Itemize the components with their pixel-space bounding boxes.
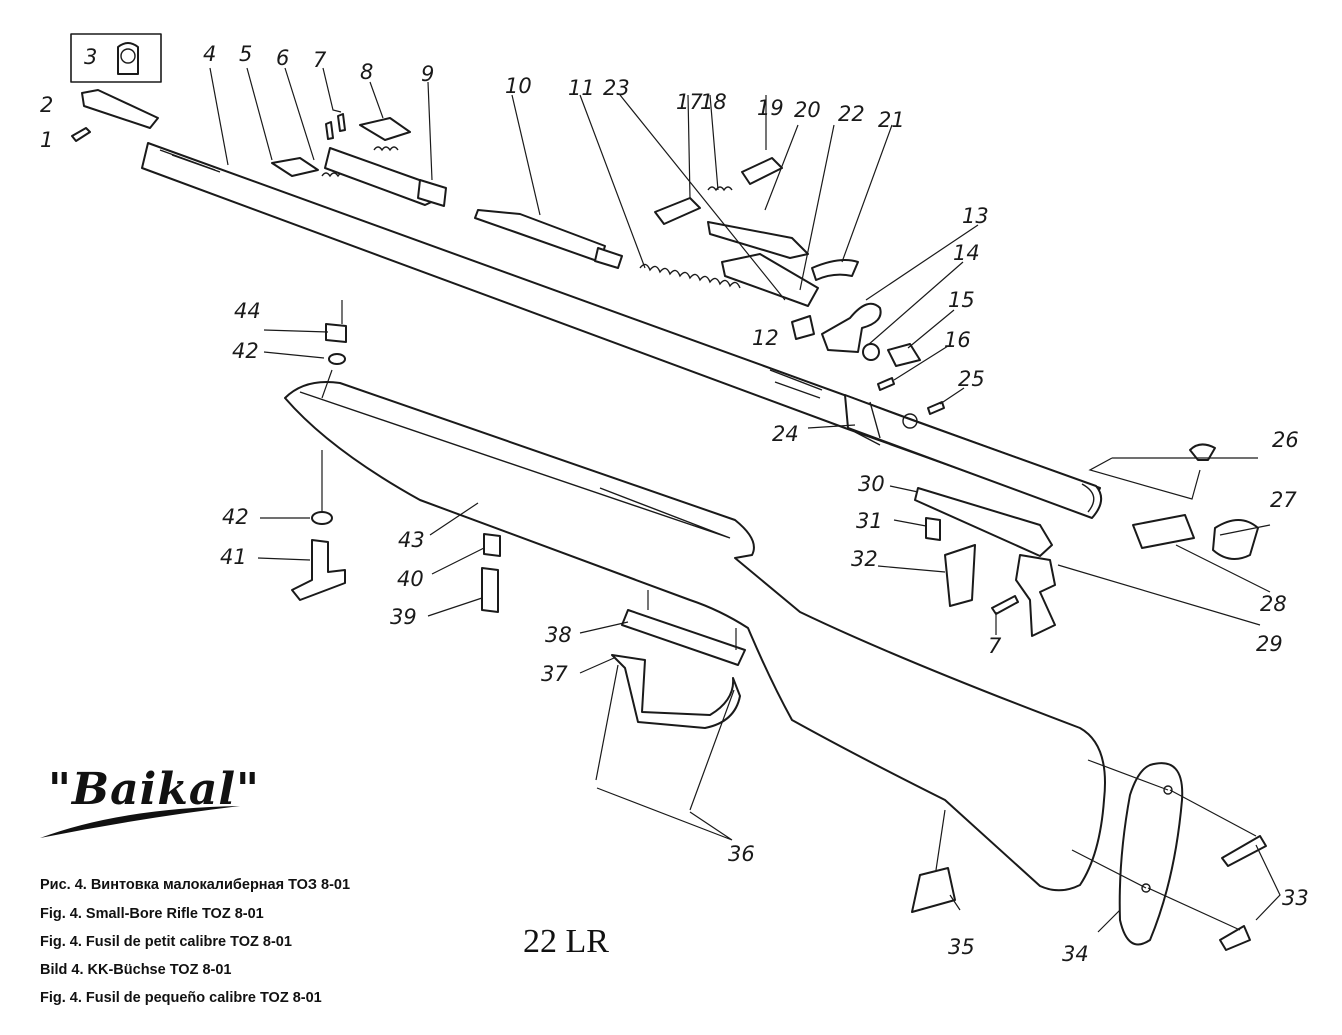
buttplate xyxy=(1118,762,1267,951)
baikal-logo: "Baikal" xyxy=(48,764,260,815)
part-number-33: 33 xyxy=(1282,886,1309,910)
bolt-handle-parts xyxy=(791,302,945,415)
part-number-12: 12 xyxy=(752,326,779,350)
part-number-24: 24 xyxy=(772,422,799,446)
rear-sight-parts xyxy=(271,113,411,178)
part-number-26: 26 xyxy=(1272,428,1299,452)
part-number-11: 11 xyxy=(568,76,595,100)
part-number-6: 6 xyxy=(276,46,290,70)
caption-fr: Fig. 4. Fusil de petit calibre TOZ 8-01 xyxy=(40,934,292,950)
part-number-19: 19 xyxy=(757,96,784,120)
part-number-18: 18 xyxy=(700,90,727,114)
part-number-3: 3 xyxy=(84,45,98,69)
trigger-parts xyxy=(914,487,1056,637)
part-number-44: 44 xyxy=(234,299,261,323)
part-number-17: 17 xyxy=(676,90,703,114)
caption-es: Fig. 4. Fusil de pequeño calibre TOZ 8-0… xyxy=(40,990,322,1006)
part-number-25: 25 xyxy=(958,367,985,391)
part-number-20: 20 xyxy=(794,98,821,122)
part-number-16: 16 xyxy=(944,328,971,352)
part-number-32: 32 xyxy=(851,547,878,571)
part-number-42-bottom: 42 xyxy=(222,505,249,529)
part-number-2: 2 xyxy=(40,93,54,117)
trigger-guard xyxy=(611,609,746,729)
part-number-13: 13 xyxy=(962,204,989,228)
part-number-36: 36 xyxy=(728,842,755,866)
part-number-21: 21 xyxy=(878,108,905,132)
part-number-30: 30 xyxy=(858,472,885,496)
part-number-34: 34 xyxy=(1062,942,1089,966)
leader-lines xyxy=(209,67,1281,933)
part-number-35: 35 xyxy=(948,935,975,959)
part-number-22: 22 xyxy=(838,102,865,126)
front-sight-parts xyxy=(70,33,162,142)
barrel-receiver xyxy=(141,142,1103,519)
part-number-4: 4 xyxy=(203,42,217,66)
caption-ru: Рис. 4. Винтовка малокалиберная ТОЗ 8-01 xyxy=(40,877,351,893)
sear-parts xyxy=(654,157,859,307)
part-number-27: 27 xyxy=(1270,488,1297,512)
part-number-7: 7 xyxy=(313,48,327,72)
bolt-assembly xyxy=(324,147,741,289)
part-number-41: 41 xyxy=(220,545,247,569)
part-number-14: 14 xyxy=(953,241,980,265)
part-number-9: 9 xyxy=(421,62,435,86)
part-number-38: 38 xyxy=(545,623,572,647)
stock-screws xyxy=(291,323,501,613)
part-number-10: 10 xyxy=(505,74,532,98)
part-number-42-top: 42 xyxy=(232,339,259,363)
stock xyxy=(284,381,1106,892)
part-number-15: 15 xyxy=(948,288,975,312)
caption-en: Fig. 4. Small-Bore Rifle TOZ 8-01 xyxy=(40,906,264,922)
part-number-43: 43 xyxy=(398,528,425,552)
part-number-40: 40 xyxy=(397,567,424,591)
plug-parts xyxy=(1132,443,1259,560)
caption-de: Bild 4. KK-Büchse TOZ 8-01 xyxy=(40,962,232,978)
part-number-28: 28 xyxy=(1260,592,1287,616)
sling-swivel xyxy=(911,867,956,913)
part-number-29: 29 xyxy=(1256,632,1283,656)
part-number-5: 5 xyxy=(239,42,253,66)
part-number-7b: 7 xyxy=(988,634,1002,658)
part-number-37: 37 xyxy=(541,662,568,686)
part-number-31: 31 xyxy=(856,509,883,533)
model-caliber: 22 LR xyxy=(523,923,609,960)
part-number-1: 1 xyxy=(40,128,54,152)
part-number-39: 39 xyxy=(390,605,417,629)
part-number-23: 23 xyxy=(603,76,630,100)
part-number-8: 8 xyxy=(360,60,374,84)
